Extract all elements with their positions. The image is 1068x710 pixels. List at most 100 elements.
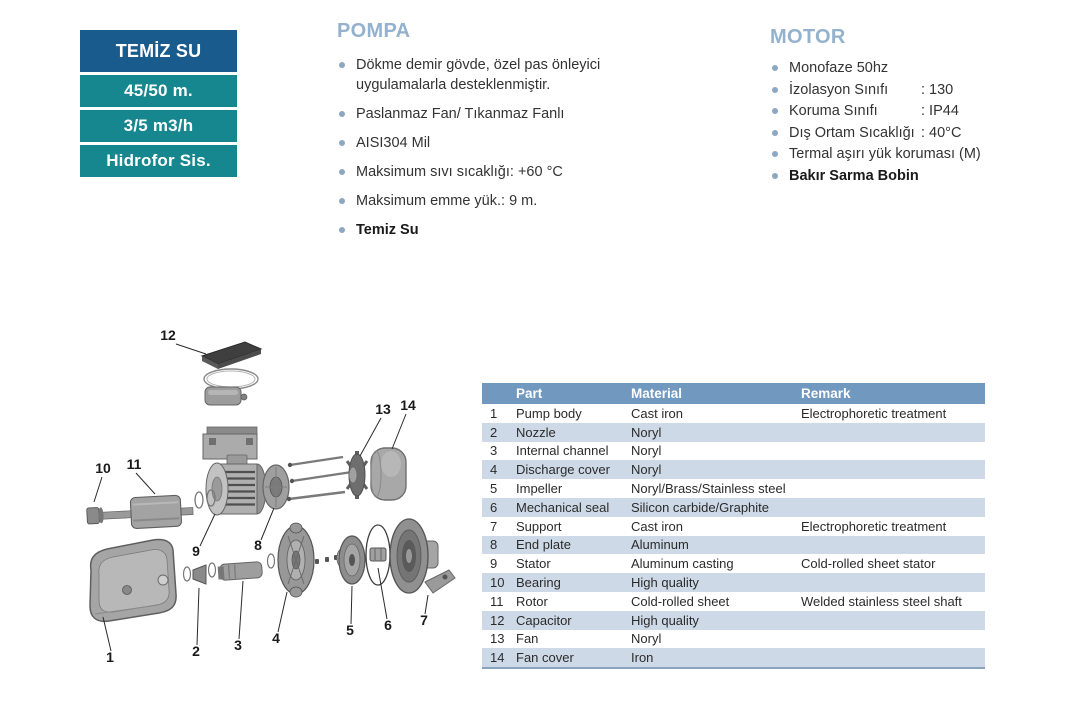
part-number-11: 11 xyxy=(127,456,142,472)
table-row: 5 Impeller Noryl/Brass/Stainless steel xyxy=(482,479,985,498)
table-row: 11 Rotor Cold-rolled sheet Welded stainl… xyxy=(482,592,985,611)
bullet-icon xyxy=(772,151,778,157)
part-number-9: 9 xyxy=(192,543,200,559)
spec-box: TEMİZ SU 45/50 m. 3/5 m3/h Hidrofor Sis. xyxy=(80,30,237,180)
table-row: 13 Fan Noryl xyxy=(482,630,985,649)
motor-item-label: Bakır Sarma Bobin xyxy=(789,167,919,184)
cell-material: Noryl xyxy=(631,631,662,647)
bullet-icon xyxy=(772,65,778,71)
cell-no: 4 xyxy=(490,462,498,478)
bullet-icon xyxy=(339,62,345,68)
cell-no: 14 xyxy=(490,650,505,666)
bullet-icon xyxy=(772,108,778,114)
end-plate-shape xyxy=(262,464,290,510)
table-header-remark: Remark xyxy=(801,386,851,401)
discharge-cover-shape xyxy=(277,522,315,598)
bullet-icon xyxy=(772,129,778,136)
motor-section: MOTOR Monofaze 50hz İzolasyon Sınıfı : 1… xyxy=(770,26,1050,187)
part-number-12: 12 xyxy=(160,327,176,343)
motor-list: Monofaze 50hz İzolasyon Sınıfı : 130 Kor… xyxy=(770,58,1050,187)
motor-heading: MOTOR xyxy=(770,26,846,48)
cell-part: Bearing xyxy=(516,575,561,591)
cell-no: 7 xyxy=(490,518,498,534)
motor-item-label: İzolasyon Sınıfı xyxy=(789,81,889,98)
cell-material: High quality xyxy=(631,612,699,628)
cell-no: 12 xyxy=(490,612,505,628)
cell-part: Stator xyxy=(516,556,551,572)
part-number-3: 3 xyxy=(234,637,242,653)
part-number-6: 6 xyxy=(384,617,392,633)
table-row: 9 Stator Aluminum casting Cold-rolled sh… xyxy=(482,554,985,573)
cell-part: Nozzle xyxy=(516,424,556,440)
table-row: 7 Support Cast iron Electrophoretic trea… xyxy=(482,517,985,536)
cell-no: 11 xyxy=(490,593,504,609)
table-header-part: Part xyxy=(516,386,543,401)
table-row: 10 Bearing High quality xyxy=(482,573,985,592)
pompa-item-text: Temiz Su xyxy=(356,222,419,238)
spec-rows: 45/50 m. 3/5 m3/h Hidrofor Sis. xyxy=(80,75,237,177)
part-number-8: 8 xyxy=(254,537,262,553)
motor-list-item: Termal aşırı yük koruması (M) xyxy=(770,144,1050,166)
table-row: 8 End plate Aluminum xyxy=(482,535,985,555)
leader-lines xyxy=(93,343,429,652)
cell-remark: Electrophoretic treatment xyxy=(801,518,947,534)
cell-part: Support xyxy=(516,518,562,534)
nozzle-shape xyxy=(182,562,217,585)
table-row: 12 Capacitor High quality xyxy=(482,610,985,630)
cell-no: 6 xyxy=(490,499,498,515)
pompa-list-item: Maksimum emme yük.: 9 m. xyxy=(337,191,647,211)
pompa-item-text: Dökme demir gövde, özel pas önleyici uyg… xyxy=(356,57,601,93)
part-number-13: 13 xyxy=(375,401,391,417)
pump-body-shape xyxy=(89,538,177,623)
cell-material: Noryl xyxy=(631,462,662,478)
pompa-item-text: Paslanmaz Fan/ Tıkanmaz Fanlı xyxy=(356,106,565,122)
motor-list-item: Monofaze 50hz xyxy=(770,58,1050,80)
table-header-row: Part Material Remark xyxy=(482,383,985,404)
fan-cover-shape xyxy=(370,447,407,501)
cell-material: Cast iron xyxy=(631,405,684,421)
pompa-list-item: Dökme demir gövde, özel pas önleyici uyg… xyxy=(337,55,647,95)
cell-part: Discharge cover xyxy=(516,462,610,478)
washer-ring-shape xyxy=(194,491,204,509)
part-number-5: 5 xyxy=(346,622,354,638)
motor-list-item: İzolasyon Sınıfı : 130 xyxy=(770,80,1050,102)
pompa-list-item: Maksimum sıvı sıcaklığı: +60 °C xyxy=(337,162,647,182)
cell-no: 5 xyxy=(490,481,498,497)
impeller-shape xyxy=(336,535,366,585)
stator-shape xyxy=(205,454,267,516)
bullet-icon xyxy=(339,198,345,204)
bullet-icon xyxy=(772,86,778,93)
pompa-list-item: AISI304 Mil xyxy=(337,133,647,153)
cell-material: Noryl xyxy=(631,443,662,459)
bullet-icon xyxy=(339,227,345,233)
mechanical-seal-shape xyxy=(365,524,391,586)
internal-channel-shape xyxy=(217,561,263,581)
pompa-item-text: Maksimum emme yük.: 9 m. xyxy=(356,193,538,209)
cell-part: Fan xyxy=(516,631,539,647)
cell-part: End plate xyxy=(516,537,571,553)
cell-part: Fan cover xyxy=(516,650,574,666)
cell-part: Internal channel xyxy=(516,443,609,459)
table-header-material: Material xyxy=(631,386,683,401)
washer-ring-shape xyxy=(266,553,276,569)
cell-material: Cast iron xyxy=(631,518,684,534)
motor-item-label: Koruma Sınıfı xyxy=(789,103,878,119)
cell-no: 13 xyxy=(490,631,505,647)
cell-material: Iron xyxy=(631,650,654,666)
support-shape xyxy=(389,518,456,594)
cell-no: 3 xyxy=(490,443,498,459)
cell-part: Impeller xyxy=(516,481,563,497)
bullet-icon xyxy=(772,172,778,179)
motor-list-item: Koruma Sınıfı : IP44 xyxy=(770,101,1050,123)
motor-item-value: : IP44 xyxy=(921,103,959,119)
part-number-4: 4 xyxy=(272,630,280,646)
table-row: 4 Discharge cover Noryl xyxy=(482,460,985,480)
capacitor-assembly-shape xyxy=(200,341,263,406)
table-body: 1 Pump body Cast iron Electrophoretic tr… xyxy=(482,404,985,668)
cell-remark: Welded stainless steel shaft xyxy=(801,593,962,609)
table-row: 3 Internal channel Noryl xyxy=(482,442,985,461)
part-number-1: 1 xyxy=(106,649,114,665)
pompa-heading: POMPA xyxy=(337,20,411,42)
bullet-icon xyxy=(339,140,345,146)
cell-material: Noryl xyxy=(631,424,662,440)
